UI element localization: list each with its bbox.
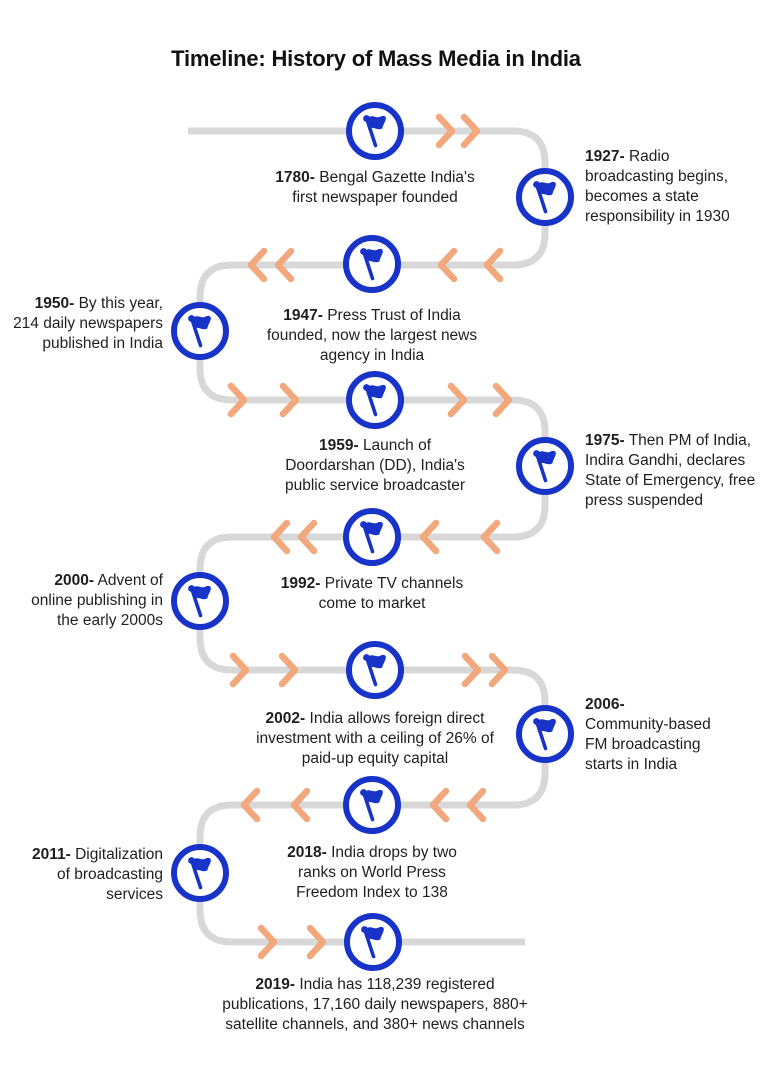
chevron-icon: [447, 382, 468, 418]
flag-marker-1975: [516, 437, 574, 495]
flag-icon: [349, 241, 395, 287]
flag-icon: [522, 174, 568, 220]
chevron-icon: [419, 519, 440, 555]
event-year: 2000-: [54, 572, 95, 589]
chevron-icon: [247, 247, 268, 283]
chevron-icon: [274, 247, 295, 283]
chevron-icon: [435, 113, 456, 149]
event-2011: 2011- Digitalization of broadcasting ser…: [32, 845, 163, 905]
event-2018: 2018- India drops by two ranks on World …: [287, 843, 457, 903]
event-year: 1992-: [280, 575, 321, 592]
flag-icon: [350, 919, 396, 965]
flag-marker-1780: [346, 102, 404, 160]
event-year: 2019-: [255, 976, 296, 993]
chevron-icon: [240, 787, 261, 823]
flag-marker-1959: [346, 371, 404, 429]
event-description: Private TV channels come to market: [318, 575, 464, 612]
chevron-icon: [279, 382, 300, 418]
chevron-icon: [306, 924, 327, 960]
event-1780: 1780- Bengal Gazette India's first newsp…: [275, 168, 474, 208]
event-description: India allows foreign direct investment w…: [256, 710, 494, 767]
event-description: By this year, 214 daily newspapers publi…: [13, 295, 163, 352]
event-year: 2018-: [287, 844, 327, 861]
flag-icon: [177, 578, 223, 624]
event-year: 2006-: [585, 696, 625, 713]
flag-icon: [352, 377, 398, 423]
event-year: 1927-: [585, 148, 625, 165]
event-description: India has 118,239 registered publication…: [222, 976, 528, 1033]
flag-marker-1950: [171, 302, 229, 360]
event-year: 2002-: [265, 710, 306, 727]
event-2000: 2000- Advent of online publishing in the…: [31, 571, 163, 631]
flag-icon: [352, 108, 398, 154]
event-1947: 1947- Press Trust of India founded, now …: [267, 306, 477, 366]
chevron-icon: [461, 652, 482, 688]
flag-marker-2011: [171, 844, 229, 902]
event-year: 1959-: [318, 437, 359, 454]
chevron-icon: [460, 113, 481, 149]
event-2006: 2006- Community-based FM broadcasting st…: [585, 695, 711, 775]
event-description: Press Trust of India founded, now the la…: [266, 307, 478, 364]
flag-marker-2002: [346, 641, 404, 699]
chevron-icon: [297, 519, 318, 555]
flag-marker-1947: [343, 235, 401, 293]
chevron-icon: [229, 652, 250, 688]
flag-icon: [349, 514, 395, 560]
page-title: Timeline: History of Mass Media in India: [171, 46, 581, 71]
event-1992: 1992- Private TV channels come to market: [281, 574, 463, 614]
event-year: 1947-: [283, 307, 323, 324]
chevron-icon: [437, 247, 458, 283]
flag-marker-2000: [171, 572, 229, 630]
chevron-icon: [492, 382, 513, 418]
event-description: Then PM of India, Indira Gandhi, declare…: [585, 432, 756, 509]
flag-icon: [522, 711, 568, 757]
event-year: 1780-: [275, 169, 315, 186]
chevron-icon: [488, 652, 509, 688]
flag-marker-2006: [516, 705, 574, 763]
event-description: Digitalization of broadcasting services: [57, 846, 163, 903]
chevron-icon: [227, 382, 248, 418]
event-description: Radio broadcasting begins, becomes a sta…: [585, 148, 730, 225]
event-year: 1950-: [34, 295, 75, 312]
event-year: 1975-: [585, 432, 625, 449]
flag-marker-1927: [516, 168, 574, 226]
chevron-icon: [429, 787, 450, 823]
event-description: Bengal Gazette India's first newspaper f…: [292, 169, 475, 206]
event-description: India drops by two ranks on World Press …: [296, 844, 457, 901]
flag-icon: [352, 647, 398, 693]
chevron-icon: [483, 247, 504, 283]
chevron-icon: [270, 519, 291, 555]
flag-icon: [177, 308, 223, 354]
flag-marker-2018: [343, 776, 401, 834]
event-description: Community-based FM broadcasting starts i…: [585, 716, 711, 773]
event-1950: 1950- By this year, 214 daily newspapers…: [13, 294, 163, 354]
event-description: Launch of Doordarshan (DD), India's publ…: [284, 437, 466, 494]
flag-icon: [522, 443, 568, 489]
event-1975: 1975- Then PM of India, Indira Gandhi, d…: [585, 431, 755, 511]
event-1959: 1959- Launch of Doordarshan (DD), India'…: [285, 436, 465, 496]
event-description: Advent of online publishing in the early…: [31, 572, 163, 629]
chevron-arrows: [227, 113, 513, 960]
flag-icon: [177, 850, 223, 896]
event-2002: 2002- India allows foreign direct invest…: [256, 709, 494, 769]
event-2019: 2019- India has 118,239 registered publi…: [222, 975, 527, 1035]
chevron-icon: [290, 787, 311, 823]
chevron-icon: [278, 652, 299, 688]
event-1927: 1927- Radio broadcasting begins, becomes…: [585, 147, 730, 227]
flag-marker-1992: [343, 508, 401, 566]
chevron-icon: [257, 924, 278, 960]
event-year: 2011-: [32, 846, 71, 863]
flag-icon: [349, 782, 395, 828]
chevron-icon: [466, 787, 487, 823]
flag-marker-2019: [344, 913, 402, 971]
chevron-icon: [480, 519, 501, 555]
